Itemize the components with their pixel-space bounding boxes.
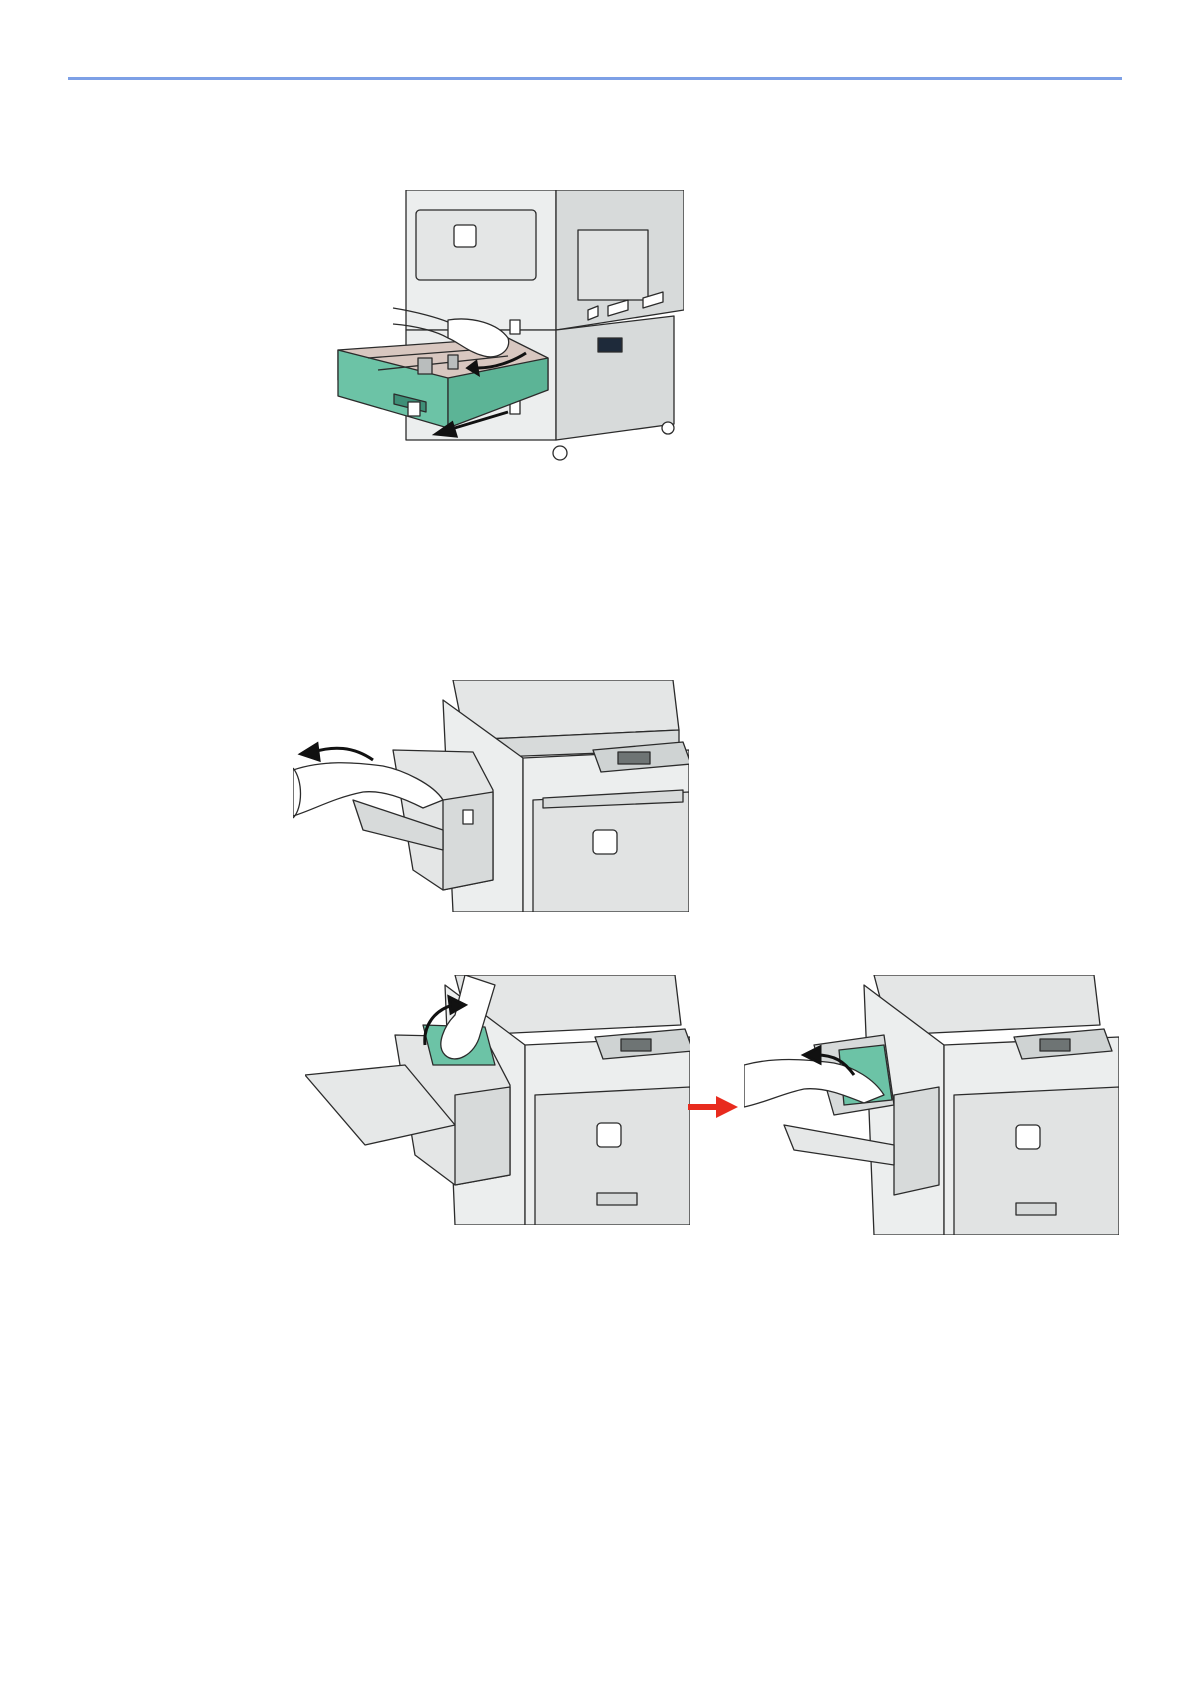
printer-left-cover-lift-illustration [305,975,690,1225]
header-rule [68,77,1122,80]
printer-jam-remove-illustration [744,975,1119,1235]
red-right-arrow-icon [688,1096,738,1118]
printer-left-cover-open-illustration [293,680,689,912]
printer-cassette-open-illustration [298,190,684,470]
